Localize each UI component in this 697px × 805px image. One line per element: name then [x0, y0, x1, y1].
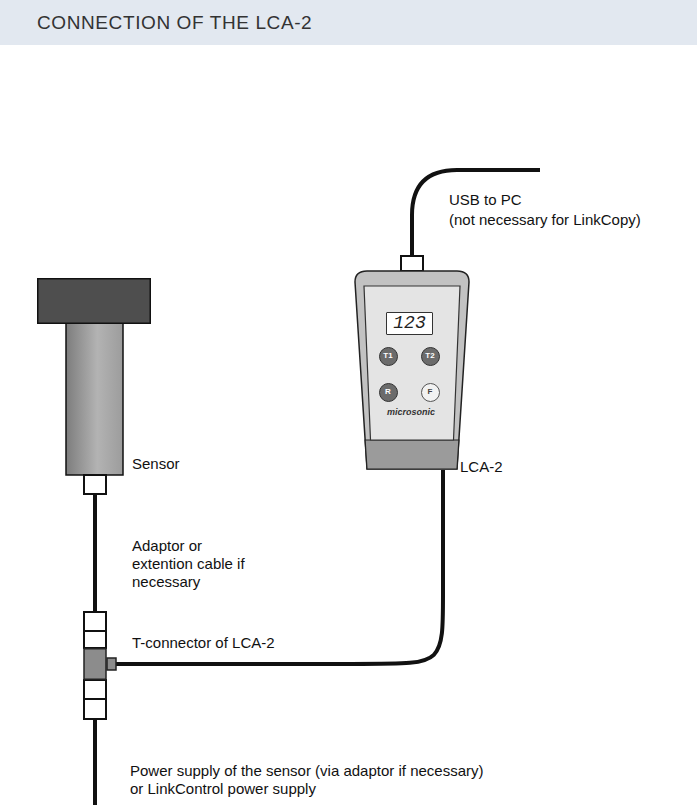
lcd-display: 123 — [386, 312, 433, 335]
button: R — [379, 383, 398, 402]
button: T1 — [379, 347, 398, 366]
power-cable — [93, 718, 97, 805]
button-label: F — [428, 388, 433, 396]
sensor-label: Sensor — [132, 455, 180, 473]
device-panel — [364, 286, 460, 440]
note-text: Adaptor or extention cable if necessary — [132, 537, 257, 591]
cable — [116, 470, 443, 664]
display-digits: 123 — [393, 314, 425, 332]
note-text: Power supply of the sensor (via adaptor … — [130, 762, 492, 798]
device-grip — [365, 440, 459, 469]
t-connector: T-connector of LCA-2 — [83, 648, 116, 680]
tee-body — [84, 649, 106, 680]
adaptor-plug — [84, 612, 106, 631]
connector-label: T-connector of LCA-2 — [132, 634, 275, 652]
brand-logo: microsonic — [387, 407, 435, 418]
note-text: (not necessary for LinkCopy) — [449, 211, 641, 229]
device-label: LCA-2 — [460, 458, 503, 476]
adaptor-plug — [84, 680, 106, 699]
tee-stub — [107, 658, 116, 670]
button-label: R — [385, 388, 391, 396]
button-label: T2 — [425, 352, 434, 360]
adaptor-plug — [84, 631, 106, 648]
note-text: USB to PC — [449, 191, 522, 209]
sensor: Sensor — [37, 278, 151, 495]
header-band — [0, 0, 697, 45]
sensor-head — [38, 279, 151, 324]
button: T2 — [421, 347, 440, 366]
adaptor-plug — [84, 699, 106, 719]
usb-plug — [401, 256, 423, 271]
tee-outline — [83, 648, 116, 680]
device-housing — [355, 271, 469, 469]
button-label: T1 — [383, 352, 392, 360]
lca-outline — [352, 270, 472, 470]
page-title: CONNECTION OF THE LCA-2 — [37, 11, 312, 35]
sensor-plug — [84, 475, 106, 494]
button: F — [421, 383, 440, 402]
sensor-body — [66, 323, 123, 475]
lca-device: LCA-2microsonic123T1T2RF — [352, 270, 472, 470]
